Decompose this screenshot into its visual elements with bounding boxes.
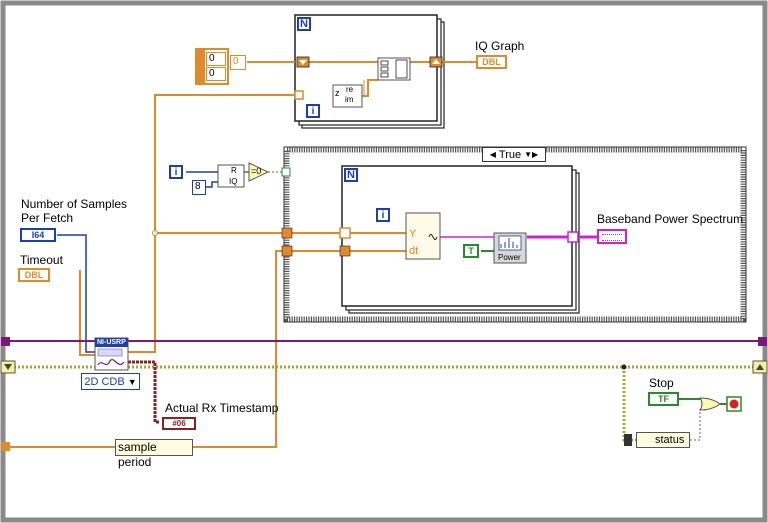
quotient-iq-label: IQ [229,177,238,186]
status-unbundle: status [636,432,690,448]
case-prev-icon[interactable]: ◀ [489,150,496,159]
power-label: Power [498,253,521,262]
array-constant[interactable]: 0 0 [195,48,229,85]
complex-re-label: re [346,85,354,94]
timeout-label: Timeout [20,253,63,267]
divisor-constant[interactable]: 8 [192,180,206,195]
stop-label: Stop [649,376,674,390]
iq-graph-indicator[interactable]: DBL [476,55,507,69]
equal-zero-label: =0 [251,166,262,176]
loop-count-terminal: N [297,17,311,31]
array-index-display [197,50,205,83]
dropdown-arrow-icon: ▼ [127,376,137,387]
baseband-spectrum-indicator[interactable] [597,229,627,244]
quotient-r-label: R [231,166,237,175]
data-format-selector[interactable]: 2D CDB ▼ [81,373,140,390]
stop-control[interactable]: TF [648,392,679,406]
complex-z-label: z [335,88,340,98]
inner-iteration-terminal: i [376,208,390,222]
num-samples-label-1: Number of Samples [21,197,128,211]
iq-graph-label: IQ Graph [475,39,525,53]
num-samples-control[interactable]: I64 [20,228,56,242]
array-element-1[interactable]: 0 [206,52,226,66]
dt-terminal-label: dt [409,245,419,257]
case-next-icon[interactable]: ▼▶ [524,150,539,159]
actual-rx-timestamp-label: Actual Rx Timestamp [165,401,279,415]
for-loop-iq [294,14,438,122]
sample-period-label: sample period [115,439,193,469]
timeout-control[interactable]: DBL [18,268,50,282]
data-format-value: 2D CDB [84,375,125,388]
case-selector[interactable]: ◀ True ▼▶ [482,147,546,162]
y-terminal-label: Y [409,228,417,240]
inner-loop-count-terminal: N [344,168,358,182]
iteration-terminal: i [306,104,320,118]
true-constant[interactable]: T [463,244,479,258]
outer-iteration-terminal: i [169,165,183,179]
array-element-2[interactable]: 0 [206,67,226,81]
case-selector-value: True [498,148,522,161]
initial-value-constant[interactable]: 0 [230,55,246,70]
cluster-icon [602,234,622,241]
baseband-spectrum-label: Baseband Power Spectrum [597,212,744,226]
complex-im-label: im [345,95,354,104]
actual-rx-timestamp-indicator[interactable]: #06 [162,417,196,430]
num-samples-label-2: Per Fetch [21,211,74,225]
usrp-fetch-title: NI-USRP [97,339,126,346]
